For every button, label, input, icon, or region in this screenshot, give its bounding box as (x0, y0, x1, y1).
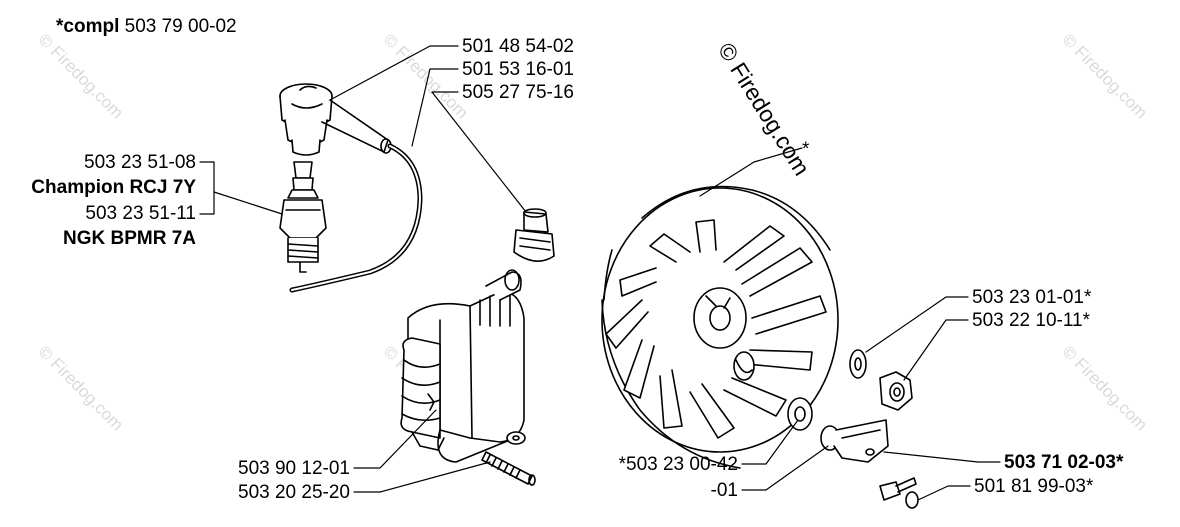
label-pawl-screw: 501 81 99-03* (974, 476, 1094, 497)
starter-pawl (820, 419, 889, 463)
label-champion: Champion RCJ 7Y (31, 177, 196, 198)
flywheel (601, 185, 839, 469)
compl-prefix: *compl (56, 16, 120, 37)
spark-plug (279, 161, 327, 273)
label-nipple: 505 27 75-16 (462, 82, 574, 103)
label-washer: 503 23 01-01* (972, 287, 1092, 308)
leader-lines (199, 45, 1001, 501)
label-nut: 503 22 10-11* (972, 310, 1090, 331)
label-coil-bolt: 503 20 25-20 (238, 482, 350, 503)
label-wire: 501 53 16-01 (462, 59, 574, 80)
label-suffix-01: -01 (710, 480, 738, 501)
flywheel-washer (849, 349, 867, 379)
flywheel-nut (879, 371, 913, 411)
label-ngk: NGK BPMR 7A (62, 228, 196, 249)
label-plug-1: 503 23 51-08 (84, 152, 196, 173)
nipple (513, 208, 555, 262)
label-pawl: 503 71 02-03* (1004, 452, 1124, 473)
starter-washer (787, 397, 813, 431)
label-cap: 501 48 54-02 (462, 36, 574, 57)
label-coil-screw: 503 90 12-01 (238, 458, 350, 479)
label-starter-washer: *503 23 00-42 (618, 454, 738, 475)
label-flywheel: * (802, 139, 810, 160)
coil-bolt (481, 451, 536, 486)
ignition-wire (289, 143, 423, 293)
pawl-screw (879, 477, 919, 509)
compl-number: 503 79 00-02 (124, 16, 237, 37)
spark-plug-cap (279, 83, 392, 156)
label-plug-2: 503 23 51-11 (85, 203, 196, 224)
compl-label: *compl 503 79 00-02 (56, 17, 237, 37)
ignition-coil (400, 269, 526, 463)
